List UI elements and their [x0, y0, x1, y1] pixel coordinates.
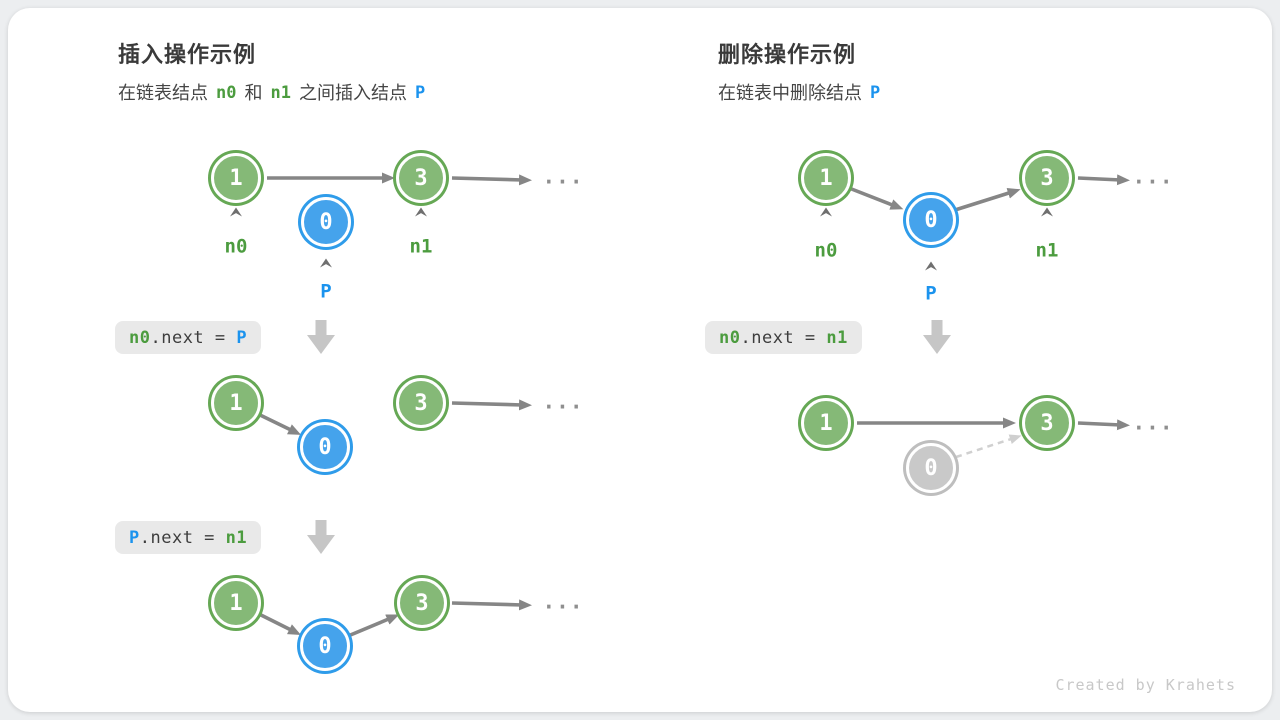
subtitle-text: 之间插入结点: [298, 83, 407, 103]
subtitle-token-p: P: [870, 82, 881, 103]
insert-panel-title: 插入操作示例: [118, 42, 257, 67]
code-token-lhs: P: [129, 527, 140, 548]
subtitle-text: 在链表中删除结点: [718, 83, 862, 103]
node-p: 0: [301, 197, 351, 247]
subtitle-token-p: P: [414, 82, 426, 103]
subtitle-text: 和: [244, 83, 263, 103]
figure-card: [8, 8, 1272, 712]
subtitle-text: 在链表结点: [118, 83, 208, 103]
ellipsis: ...: [542, 164, 584, 189]
subtitle-token-n0: n0: [216, 82, 237, 103]
caret-up-icon: [319, 258, 333, 269]
watermark: Created by Krahets: [1055, 676, 1236, 694]
ellipsis: ...: [1132, 164, 1174, 189]
pointer-label-n1: n1: [409, 235, 433, 258]
node-1: 1: [801, 398, 851, 448]
insert-panel-subtitle: 在链表结点 n0 和 n1 之间插入结点 P: [118, 84, 433, 102]
subtitle-token-n1: n1: [270, 82, 291, 103]
node-3: 3: [397, 578, 447, 628]
down-arrow-icon: [307, 320, 335, 354]
code-chip-delete: n0.next = n1: [705, 321, 862, 354]
code-chip-insert-1: n0.next = P: [115, 321, 262, 354]
down-arrow-icon: [923, 320, 951, 354]
delete-panel-title: 删除操作示例: [718, 42, 857, 67]
node-1: 1: [211, 378, 261, 428]
pointer-label-p: P: [320, 280, 332, 303]
ellipsis: ...: [1132, 410, 1174, 435]
pointer-label-n0: n0: [814, 239, 838, 262]
caret-up-icon: [229, 207, 243, 218]
code-token-mid: .next =: [139, 527, 226, 548]
ellipsis: ...: [542, 389, 584, 414]
code-token-mid: .next =: [740, 327, 827, 348]
code-token-rhs: P: [236, 327, 248, 348]
node-1: 1: [801, 153, 851, 203]
node-3: 3: [396, 153, 446, 203]
node-p-removed: 0: [906, 443, 956, 493]
node-3: 3: [1022, 398, 1072, 448]
pointer-label-n0: n0: [224, 235, 248, 258]
delete-panel-subtitle: 在链表中删除结点 P: [718, 84, 888, 102]
node-1: 1: [211, 153, 261, 203]
node-p: 0: [300, 621, 350, 671]
pointer-label-n1: n1: [1035, 239, 1059, 262]
code-token-rhs: n1: [225, 527, 248, 548]
code-chip-insert-2: P.next = n1: [115, 521, 262, 554]
ellipsis: ...: [542, 589, 584, 614]
caret-up-icon: [414, 207, 428, 218]
code-token-lhs: n0: [129, 327, 151, 348]
caret-up-icon: [1040, 207, 1054, 218]
code-token-mid: .next =: [150, 327, 237, 348]
caret-up-icon: [819, 207, 833, 218]
node-1: 1: [211, 578, 261, 628]
node-p: 0: [906, 195, 956, 245]
node-3: 3: [1022, 153, 1072, 203]
node-3: 3: [396, 378, 446, 428]
caret-up-icon: [924, 261, 938, 272]
down-arrow-icon: [307, 520, 335, 554]
pointer-label-p: P: [925, 282, 937, 305]
node-p: 0: [300, 422, 350, 472]
code-token-rhs: n1: [826, 327, 848, 348]
code-token-lhs: n0: [719, 327, 741, 348]
